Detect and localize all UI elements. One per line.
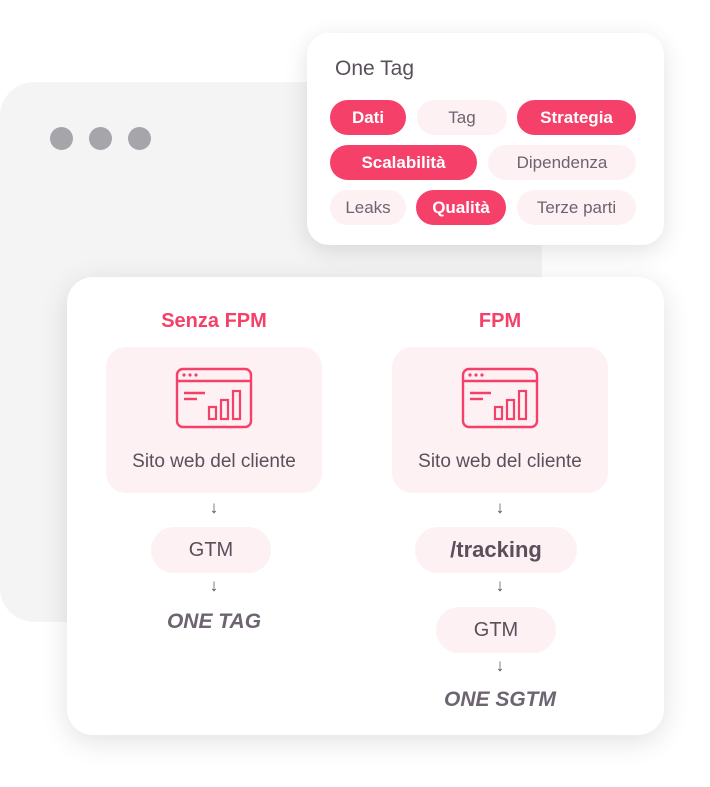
down-arrow-icon: ↓: [495, 576, 505, 595]
window-dot-icon: [50, 127, 73, 150]
endpoint-label-one-tag: ONE TAG: [166, 610, 262, 633]
column-title-senza-fpm: Senza FPM: [161, 310, 267, 332]
down-arrow-icon: ↓: [209, 498, 219, 517]
chip-qualita[interactable]: Qualità: [416, 190, 506, 225]
one-tag-panel: One Tag Dati Tag Strategia Scalabilità D…: [307, 33, 664, 245]
tracking-step: /tracking: [415, 527, 577, 573]
chip-tag[interactable]: Tag: [417, 100, 507, 135]
client-website-label: Sito web del cliente: [418, 451, 582, 472]
window-dot-icon: [128, 127, 151, 150]
gtm-step: GTM: [436, 607, 556, 653]
chip-terze-parti[interactable]: Terze parti: [517, 190, 636, 225]
gtm-step: GTM: [151, 527, 271, 573]
client-website-box: Sito web del cliente: [106, 347, 322, 493]
client-website-label: Sito web del cliente: [132, 451, 296, 472]
down-arrow-icon: ↓: [209, 576, 219, 595]
panel-title: One Tag: [335, 57, 415, 80]
chip-strategia[interactable]: Strategia: [517, 100, 636, 135]
down-arrow-icon: ↓: [495, 498, 505, 517]
endpoint-label-one-sgtm: ONE SGTM: [443, 688, 556, 711]
website-analytics-icon: [461, 367, 539, 429]
chip-leaks[interactable]: Leaks: [330, 190, 406, 225]
chip-dipendenza[interactable]: Dipendenza: [488, 145, 636, 180]
window-dot-icon: [89, 127, 112, 150]
chip-scalabilita[interactable]: Scalabilità: [330, 145, 477, 180]
down-arrow-icon: ↓: [495, 656, 505, 675]
fpm-comparison-card: Senza FPM Sito web del cliente ↓ GTM ↓ O…: [67, 277, 664, 735]
client-website-box: Sito web del cliente: [392, 347, 608, 493]
column-title-fpm: FPM: [478, 310, 522, 332]
chip-dati[interactable]: Dati: [330, 100, 406, 135]
website-analytics-icon: [175, 367, 253, 429]
